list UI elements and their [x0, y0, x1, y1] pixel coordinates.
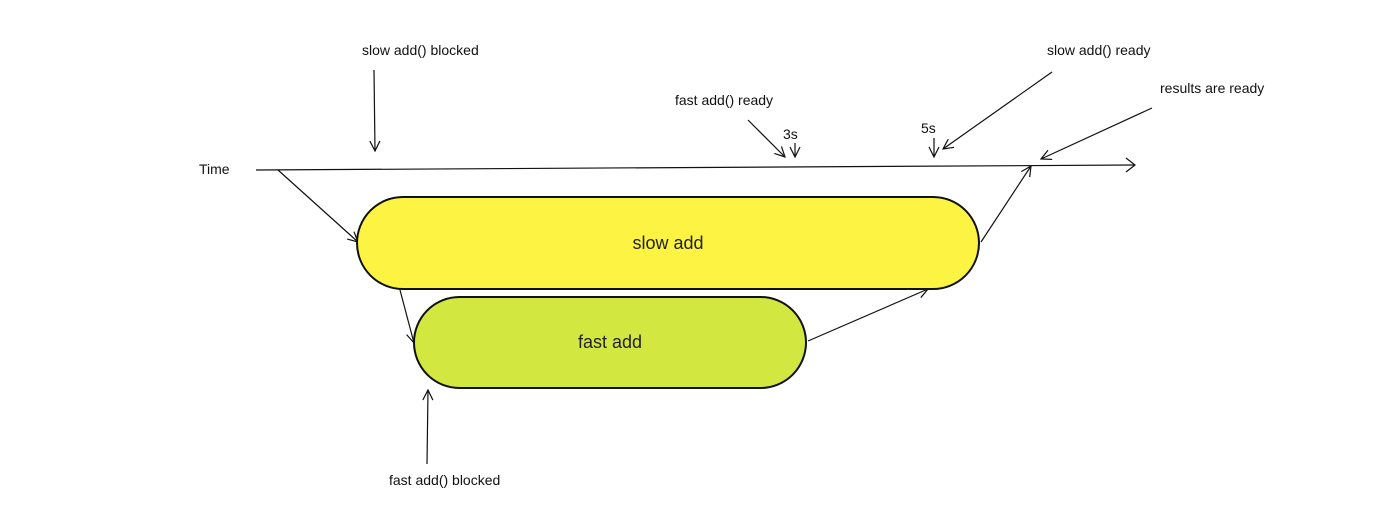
arrow-slow-blocked	[374, 69, 375, 151]
fast-blocked-label: fast add() blocked	[389, 472, 501, 488]
arrow-fast-blocked	[427, 390, 428, 465]
fast-add-process: fast add	[413, 296, 807, 389]
five-seconds-label: 5s	[921, 120, 936, 136]
arrow-slow-ready	[943, 71, 1053, 149]
fast-add-label: fast add	[577, 332, 643, 352]
time-axis-arrowhead	[1125, 157, 1136, 173]
arrow-fast-to-slow-end	[807, 289, 928, 342]
results-ready-label: results are ready	[1160, 80, 1265, 96]
arrow-axis-to-slow-add	[277, 169, 358, 242]
time-axis-label: Time	[199, 161, 230, 177]
three-seconds-label: 3s	[783, 126, 798, 142]
slow-add-label: slow add	[632, 232, 704, 253]
arrow-results-ready	[1041, 107, 1153, 159]
slow-ready-label: slow add() ready	[1047, 42, 1151, 58]
arrow-slow-to-results	[980, 166, 1031, 243]
time-axis	[255, 164, 1135, 171]
slow-add-process: slow add	[356, 196, 980, 290]
arrow-slow-to-fast-add	[399, 289, 414, 343]
fast-ready-label: fast add() ready	[675, 92, 774, 108]
slow-blocked-label: slow add() blocked	[362, 42, 479, 58]
arrow-fast-ready	[747, 119, 785, 157]
